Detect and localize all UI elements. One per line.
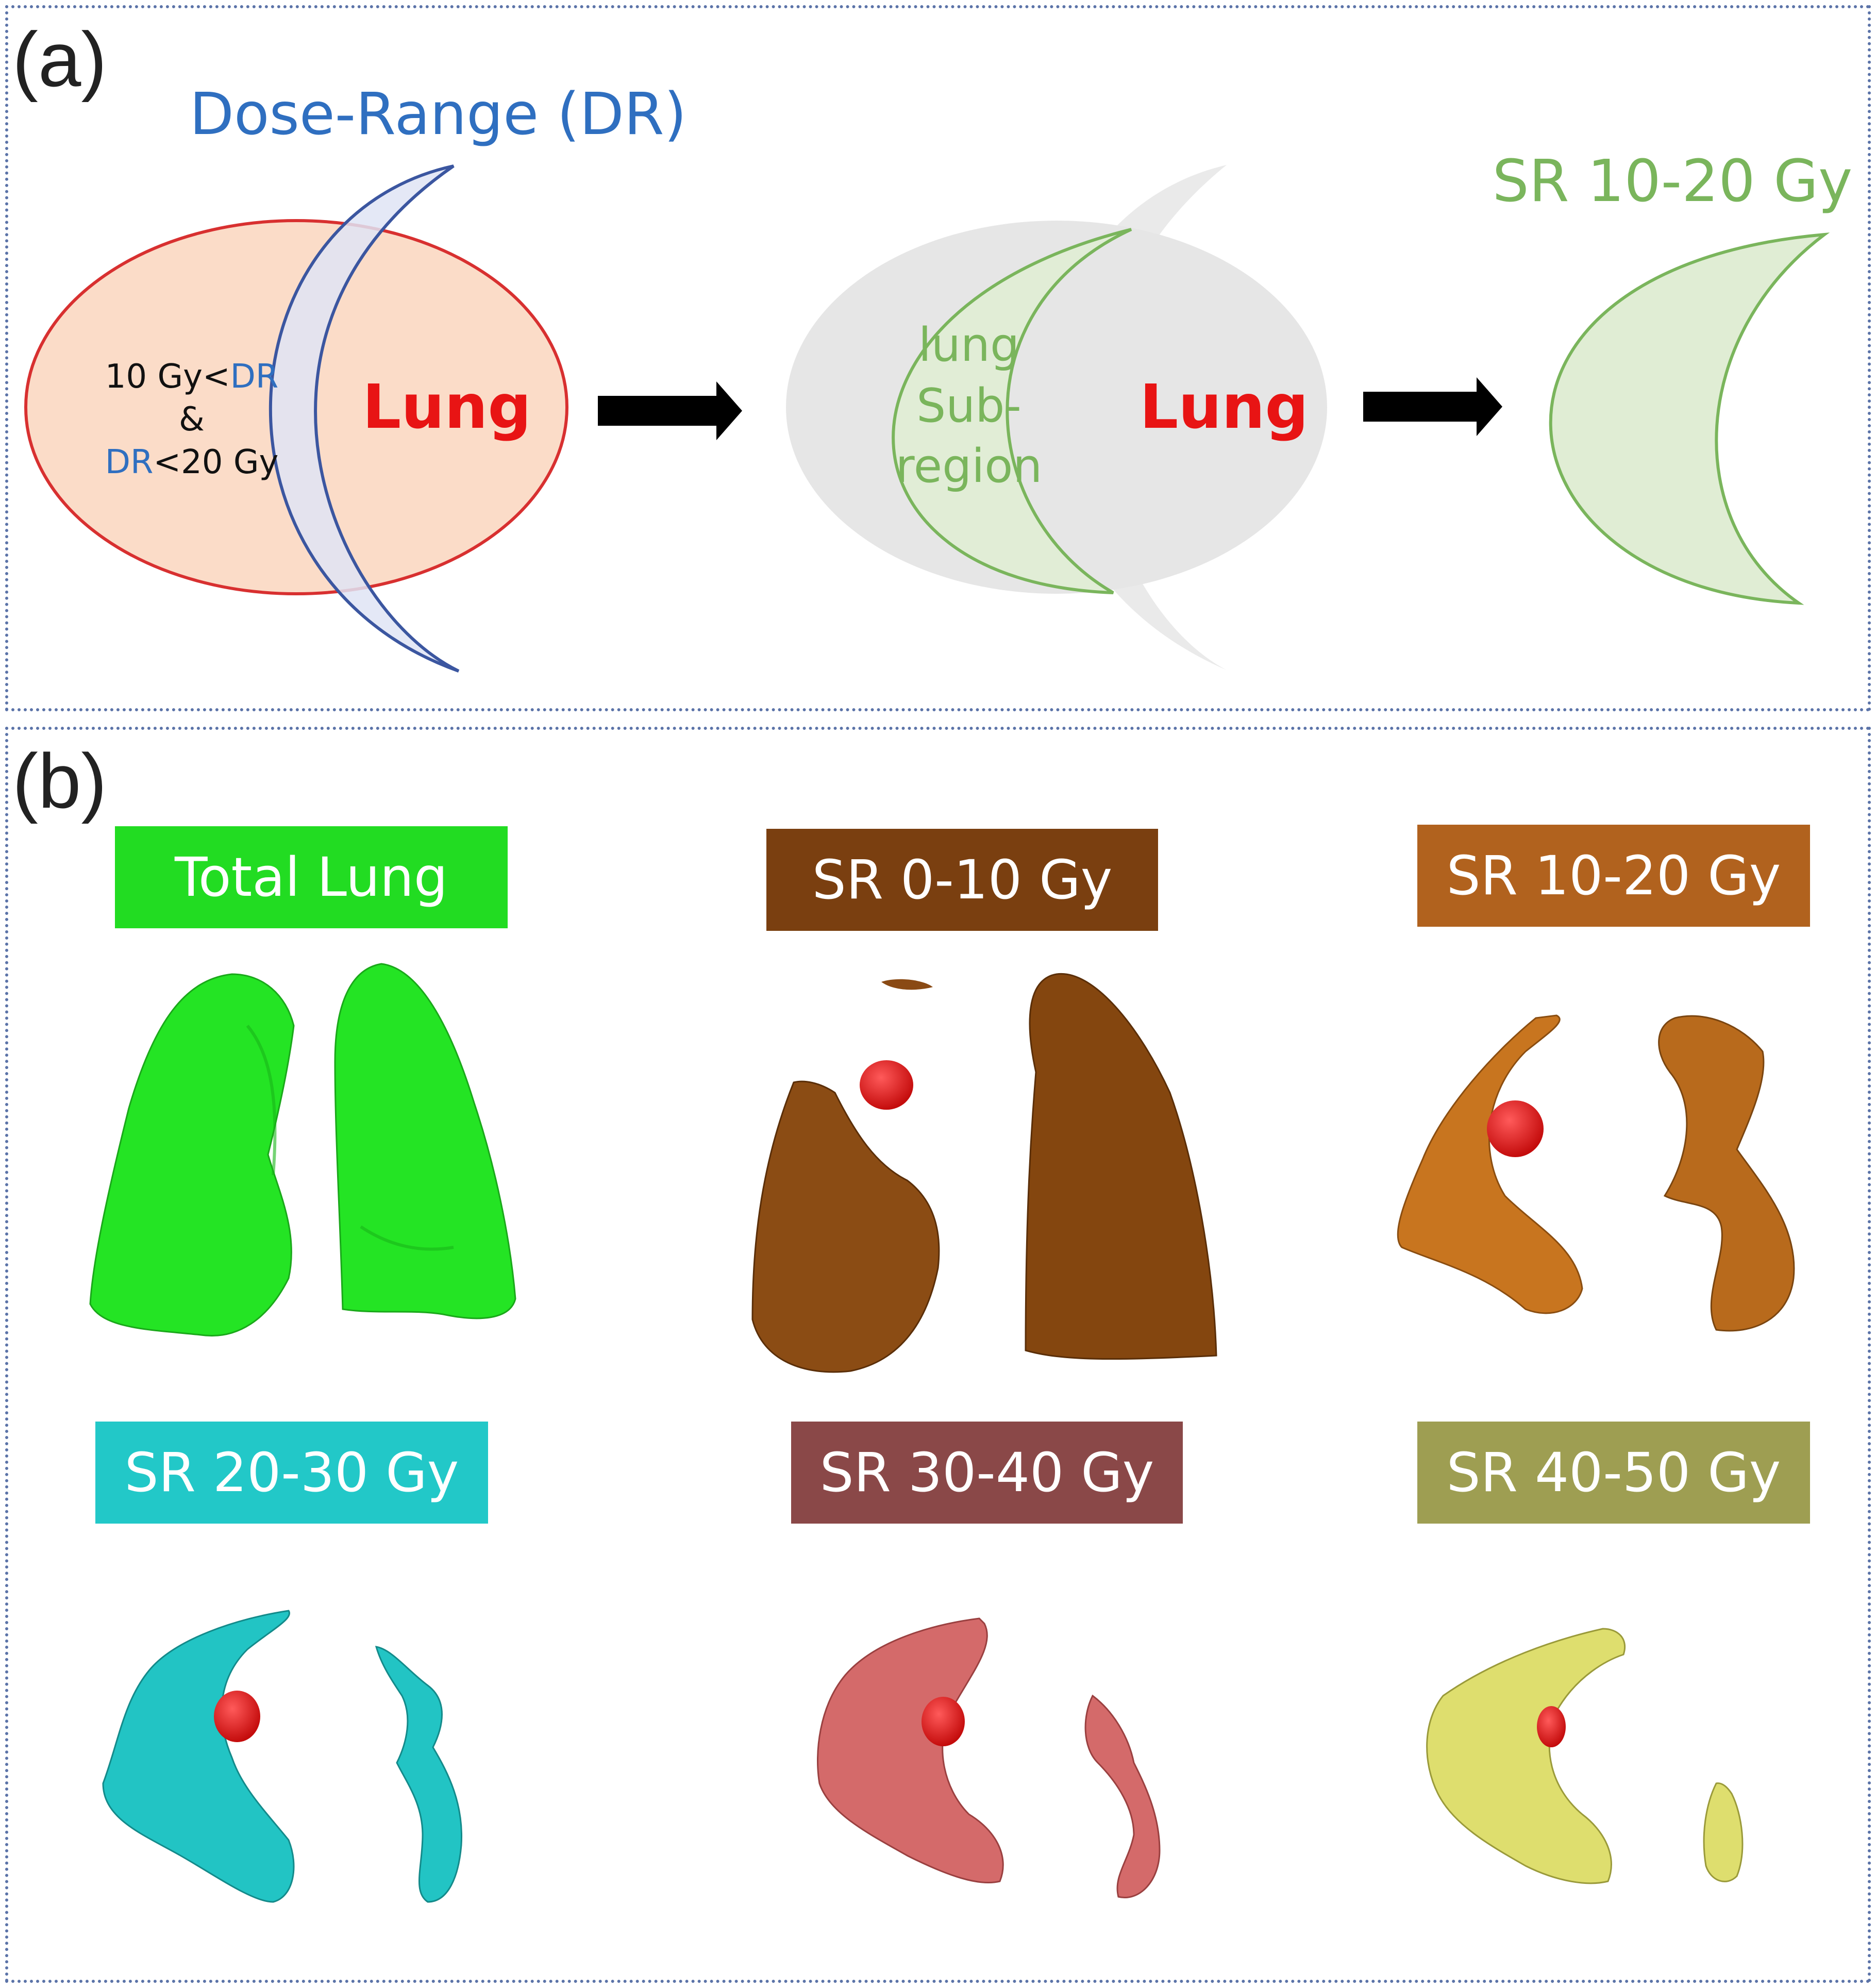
right-lung-shape (334, 963, 516, 1319)
subregion-line3: region (896, 439, 1043, 493)
lung-label-2: Lung (1140, 371, 1309, 442)
subregion-line1: lung (918, 318, 1019, 372)
sr-0-10-rendering (751, 973, 1217, 1373)
sr-40-50-rendering (1426, 1628, 1744, 1884)
condition-line3: DR<20 Gy (105, 443, 279, 481)
result-title: SR 10-20 Gy (1493, 148, 1853, 215)
tumor (1487, 1100, 1544, 1157)
right-subregion-shape (375, 1646, 463, 1903)
tumor (860, 1060, 913, 1110)
step3-result-diagram: SR 10-20 Gy (1493, 148, 1853, 605)
condition-line2: & (179, 400, 205, 439)
right-subregion-shape (1084, 1694, 1161, 1898)
panel-a (5, 5, 1871, 711)
arrow-right-icon (598, 381, 742, 440)
panel-b-letter: (b) (12, 738, 107, 824)
subregion-crescent (892, 228, 1132, 594)
lung-label-1: Lung (362, 371, 531, 442)
tumor (922, 1697, 965, 1746)
dose-range-crescent (269, 164, 460, 673)
dose-range-title: Dose-Range (DR) (190, 81, 686, 148)
arrow-right-icon (1363, 377, 1502, 436)
left-lung-shape (89, 973, 295, 1337)
right-subregion-shape (1703, 1782, 1744, 1882)
tumor (214, 1691, 260, 1742)
sr-30-40-rendering (817, 1617, 1161, 1898)
label-sr-20-30: SR 20-30 Gy (95, 1422, 488, 1524)
label-sr-30-40: SR 30-40 Gy (791, 1422, 1183, 1524)
panel-a-letter: (a) (12, 16, 107, 103)
sr-20-30-rendering (102, 1610, 463, 1903)
left-subregion-shape (817, 1617, 1004, 1883)
step2-subregion-diagram: lung Sub- region Lung (786, 165, 1327, 670)
label-sr-40-50: SR 40-50 Gy (1417, 1422, 1810, 1524)
total-lung-rendering (89, 963, 516, 1337)
condition-line1: 10 Gy<DR (105, 358, 279, 396)
left-subregion-shape (751, 1080, 940, 1373)
label-total-lung: Total Lung (115, 826, 508, 928)
left-subregion-shape (102, 1610, 295, 1903)
sr-10-20-rendering (1397, 1014, 1795, 1332)
subregion-line2: Sub- (916, 379, 1021, 433)
label-sr-10-20: SR 10-20 Gy (1417, 825, 1810, 927)
step1-overlap-diagram: Dose-Range (DR) 10 Gy<DR & DR<20 Gy Lung (24, 81, 686, 673)
right-subregion-shape (1658, 1015, 1795, 1332)
right-subregion-shape (1025, 973, 1217, 1360)
tumor (1537, 1706, 1566, 1747)
label-sr-0-10: SR 0-10 Gy (766, 829, 1158, 931)
panel-a-diagram: Dose-Range (DR) 10 Gy<DR & DR<20 Gy Lung… (24, 81, 1853, 673)
left-subregion-shape (1426, 1628, 1626, 1884)
left-subregion-shape (1397, 1014, 1583, 1314)
result-crescent (1549, 232, 1830, 605)
panel-b (5, 727, 1871, 1983)
